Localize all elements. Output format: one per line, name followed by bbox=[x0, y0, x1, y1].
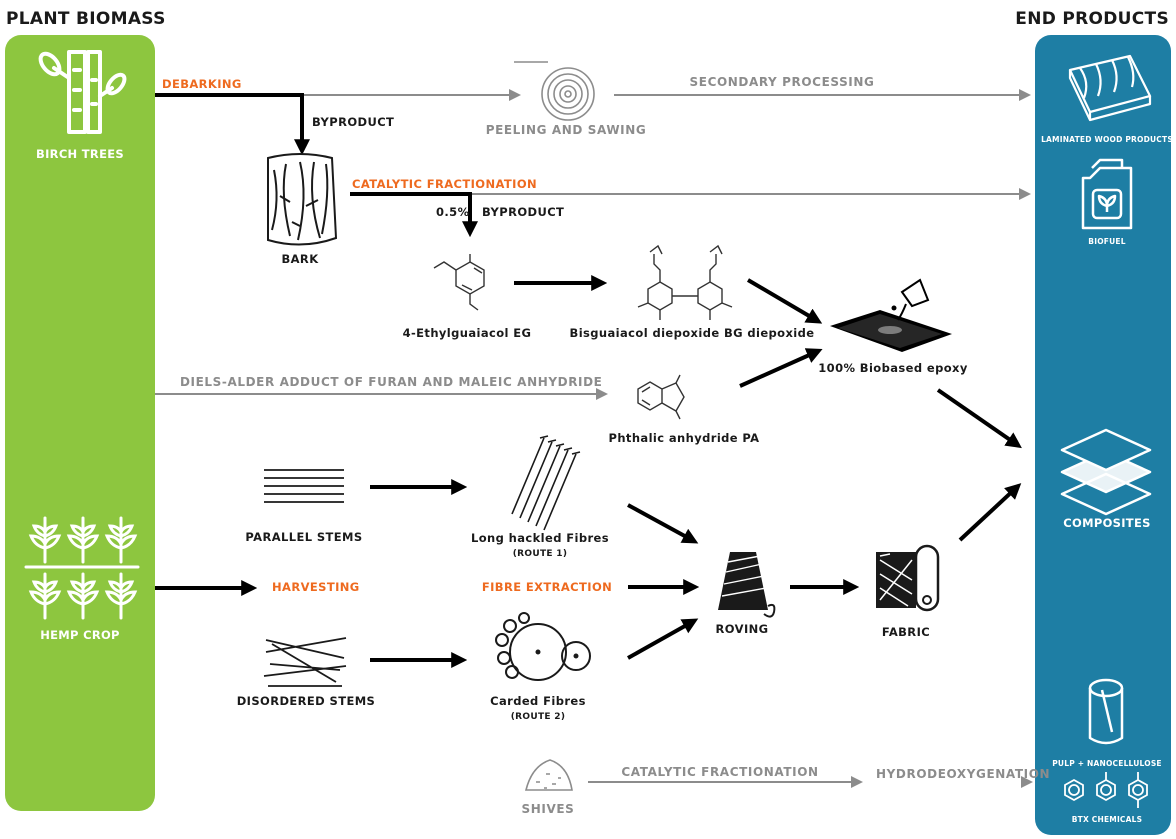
ethylguaiacol-molecule-icon bbox=[433, 254, 485, 311]
bg-diepoxide-molecule-icon bbox=[637, 244, 733, 320]
log-peeling-icon bbox=[514, 61, 595, 121]
shives-pile-icon bbox=[524, 759, 573, 791]
label-catalytic-fractionation-2: Catalytic fractionation bbox=[621, 765, 818, 779]
product-laminated-wood: Laminated wood products bbox=[1041, 135, 1173, 144]
epoxy-plate-icon bbox=[830, 278, 952, 352]
label-biobased-epoxy: 100% Biobased epoxy bbox=[818, 361, 968, 375]
arrow-bg-to-epoxy bbox=[746, 278, 823, 324]
fabric-roll-icon bbox=[876, 544, 940, 612]
label-byproduct-1: Byproduct bbox=[312, 115, 394, 129]
arrow-long-to-roving bbox=[627, 503, 699, 544]
long-fibres-icon bbox=[511, 435, 581, 531]
hemp-crop-icon bbox=[24, 516, 140, 620]
product-btx-chemicals: BTX chemicals bbox=[1072, 815, 1142, 824]
arrow-debarking-black bbox=[155, 93, 310, 156]
label-route-1: (route 1) bbox=[513, 549, 568, 559]
label-fabric: Fabric bbox=[882, 625, 930, 639]
birch-tree-icon bbox=[38, 50, 127, 134]
arrow-pa-to-epoxy bbox=[739, 348, 823, 388]
source-birch-trees: Birch Trees bbox=[36, 147, 124, 161]
label-catalytic-fractionation-1: Catalytic fractionation bbox=[352, 177, 537, 191]
label-diels-alder: Diels-Alder adduct of furan and maleic a… bbox=[180, 375, 602, 389]
label-byproduct-2: Byproduct bbox=[482, 205, 564, 219]
product-biofuel: Biofuel bbox=[1088, 237, 1125, 246]
label-roving: Roving bbox=[716, 622, 769, 636]
header-plant-biomass: Plant Biomass bbox=[6, 9, 166, 29]
label-fibre-extraction: Fibre extraction bbox=[482, 580, 612, 594]
label-debarking: Debarking bbox=[162, 77, 242, 91]
pulp-roll-icon bbox=[1088, 678, 1124, 745]
composites-layers-icon bbox=[1060, 428, 1152, 516]
roving-cone-icon bbox=[718, 552, 776, 618]
label-long-fibres: Long hackled Fibres bbox=[471, 531, 609, 545]
header-end-products: End Products bbox=[1015, 9, 1169, 29]
product-composites: Composites bbox=[1063, 516, 1150, 530]
label-disordered-stems: Disordered stems bbox=[237, 694, 376, 708]
bark-icon bbox=[267, 153, 338, 246]
product-pulp-nanocellulose: Pulp + Nanocellulose bbox=[1052, 759, 1162, 768]
btx-benzene-icon bbox=[1064, 772, 1148, 808]
label-parallel-stems: Parallel stems bbox=[245, 530, 362, 544]
label-peeling-sawing: Peeling and sawing bbox=[486, 123, 647, 137]
carding-rollers-icon bbox=[495, 612, 591, 681]
phthalic-anhydride-molecule-icon bbox=[637, 374, 685, 420]
plant-biomass-panel bbox=[5, 35, 155, 811]
laminated-wood-icon bbox=[1068, 54, 1152, 122]
label-eg: 4-Ethylguaiacol EG bbox=[403, 326, 532, 340]
label-carded-fibres: Carded Fibres bbox=[490, 694, 586, 708]
label-secondary-processing: Secondary Processing bbox=[690, 75, 875, 89]
label-hydrodeoxygenation: Hydrodeoxygenation bbox=[876, 767, 1050, 781]
arrow-epoxy-to-composites bbox=[936, 388, 1022, 449]
label-route-2: (route 2) bbox=[511, 712, 566, 722]
label-percent: 0.5% bbox=[436, 205, 470, 219]
label-harvesting: Harvesting bbox=[272, 580, 360, 594]
parallel-stems-icon bbox=[264, 469, 344, 503]
label-bark: Bark bbox=[281, 252, 319, 266]
disordered-stems-icon bbox=[263, 637, 347, 687]
label-shives: Shives bbox=[522, 802, 575, 816]
biofuel-can-icon bbox=[1081, 158, 1133, 230]
source-hemp-crop: Hemp Crop bbox=[40, 628, 120, 642]
arrow-carded-to-roving bbox=[627, 618, 699, 660]
arrow-fabric-to-composites bbox=[958, 483, 1022, 542]
arrow-bark-byproduct bbox=[350, 192, 478, 238]
label-phthalic-anhydride: Phthalic anhydride PA bbox=[609, 431, 760, 445]
label-bg-diepoxide: Bisguaiacol diepoxide BG diepoxide bbox=[570, 326, 815, 340]
